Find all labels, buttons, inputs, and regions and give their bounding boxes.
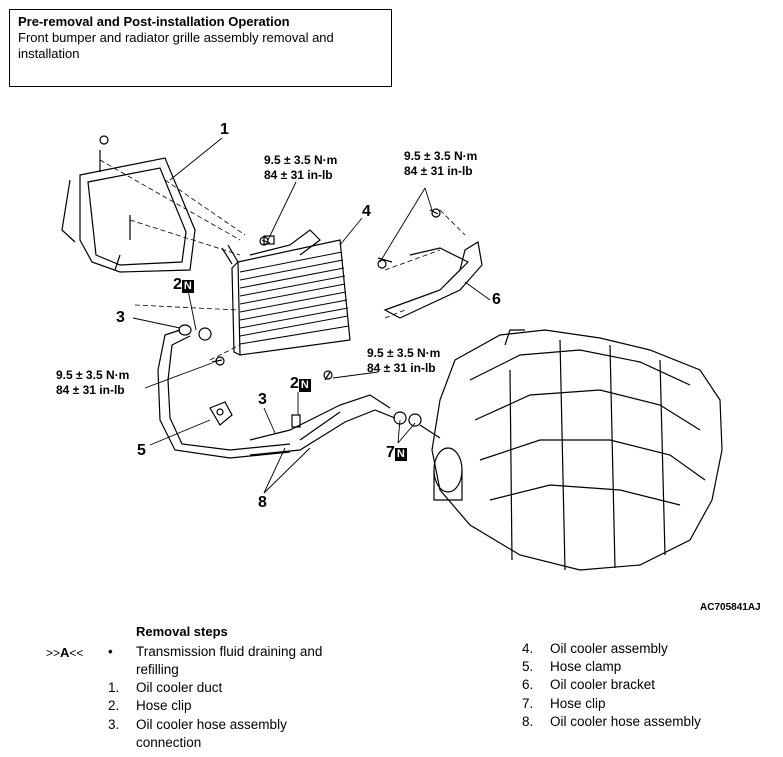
bullet: • (108, 644, 113, 659)
oil-cooler-assembly (221, 229, 351, 356)
figure-id: AC705841AJ (700, 602, 761, 613)
oil-cooler-hose-assembly (157, 324, 396, 459)
torque-inlb: 84 ± 31 in-lb (367, 361, 436, 375)
bolts (211, 208, 441, 381)
ref-mark-letter: A (60, 645, 70, 660)
step-num: 8. (522, 714, 534, 729)
pre-step-line2: refilling (136, 662, 179, 677)
torque-inlb: 84 ± 31 in-lb (404, 164, 473, 178)
torque-spec-4: 9.5 ± 3.5 N·m 84 ± 31 in-lb (56, 368, 129, 398)
step-label-cont: connection (136, 735, 202, 750)
step-label: Hose clip (550, 696, 606, 711)
callout-leaders (132, 137, 491, 494)
hose-clip (291, 414, 301, 428)
step-num: 3. (108, 717, 120, 732)
step-num: 6. (522, 677, 534, 692)
exploded-diagram (61, 135, 723, 571)
torque-spec-1: 9.5 ± 3.5 N·m 84 ± 31 in-lb (264, 153, 337, 183)
step-num: 2. (108, 698, 120, 713)
ref-mark-prefix: >> (46, 646, 61, 660)
removal-steps-title: Removal steps (136, 624, 228, 639)
torque-nm: 9.5 ± 3.5 N·m (404, 149, 478, 163)
step-label: Hose clip (136, 698, 192, 713)
torque-spec-2: 9.5 ± 3.5 N·m 84 ± 31 in-lb (404, 149, 477, 179)
n-badge: N (298, 379, 311, 392)
callout-3a: 3 (116, 309, 125, 326)
torque-nm: 9.5 ± 3.5 N·m (56, 368, 130, 382)
step-label: Hose clamp (550, 659, 622, 674)
transmission (431, 329, 723, 571)
header-title: Pre-removal and Post-installation Operat… (18, 14, 290, 29)
hose-clamp (209, 401, 233, 426)
reference-mark: >>A<< (46, 645, 83, 660)
step-num: 1. (108, 680, 120, 695)
oil-cooler-duct (61, 135, 196, 273)
step-label: Oil cooler bracket (550, 677, 656, 692)
step-num: 4. (522, 641, 534, 656)
callout-6: 6 (492, 291, 501, 308)
n-badge: N (181, 280, 194, 293)
hose-clip-7 (393, 411, 441, 439)
step-num: 7. (522, 696, 534, 711)
torque-nm: 9.5 ± 3.5 N·m (264, 153, 338, 167)
torque-inlb: 84 ± 31 in-lb (56, 383, 125, 397)
step-label: Oil cooler assembly (550, 641, 668, 656)
step-label: Oil cooler hose assembly (136, 717, 287, 732)
step-num: 5. (522, 659, 534, 674)
callout-7-number: 7 (386, 444, 395, 461)
step-label: Oil cooler duct (136, 680, 223, 695)
callout-3b: 3 (258, 391, 267, 408)
callout-4: 4 (362, 203, 371, 220)
torque-nm: 9.5 ± 3.5 N·m (367, 346, 441, 360)
ref-mark-suffix: << (69, 646, 84, 660)
callout-1: 1 (220, 121, 229, 138)
n-badge: N (394, 448, 407, 461)
header-box: Pre-removal and Post-installation Operat… (9, 9, 392, 87)
callout-2a-number: 2 (173, 276, 182, 293)
oil-cooler-bracket (377, 209, 483, 319)
pre-step-line1: Transmission fluid draining and (136, 644, 323, 659)
callout-5: 5 (137, 442, 146, 459)
torque-inlb: 84 ± 31 in-lb (264, 168, 333, 182)
step-label: Oil cooler hose assembly (550, 714, 701, 729)
header-subtitle-line1: Front bumper and radiator grille assembl… (18, 30, 334, 45)
torque-spec-3: 9.5 ± 3.5 N·m 84 ± 31 in-lb (367, 346, 440, 376)
callout-8: 8 (258, 494, 267, 511)
header-subtitle-line2: installation (18, 46, 80, 61)
callout-2b-number: 2 (290, 375, 299, 392)
